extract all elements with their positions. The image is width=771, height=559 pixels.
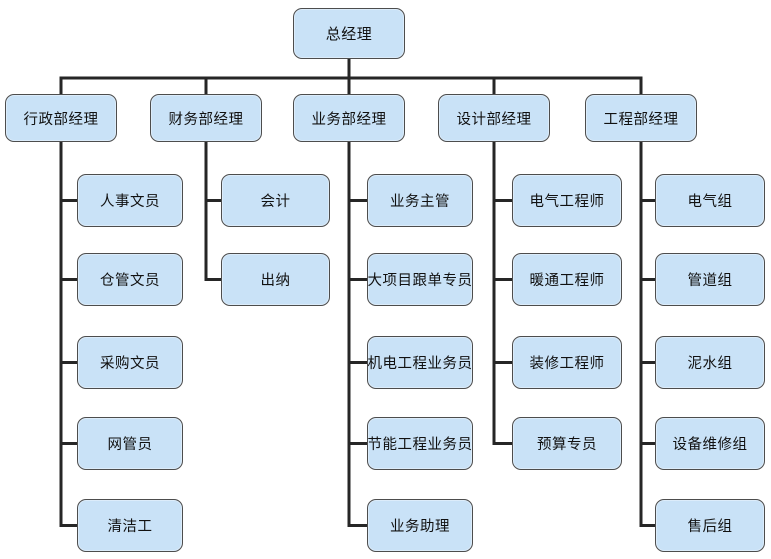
org-node-position[interactable]: 机电工程业务员 [367,336,473,389]
org-node-general-manager[interactable]: 总经理 [293,8,405,59]
org-node-position[interactable]: 业务主管 [367,174,473,227]
org-node-position[interactable]: 电气工程师 [512,174,622,227]
org-node-dept-manager[interactable]: 工程部经理 [585,94,697,142]
org-node-position[interactable]: 售后组 [655,499,765,552]
org-node-position[interactable]: 会计 [221,174,330,227]
org-node-position[interactable]: 预算专员 [512,417,622,470]
org-node-position[interactable]: 人事文员 [77,174,183,227]
org-node-position[interactable]: 管道组 [655,253,765,306]
org-node-position[interactable]: 泥水组 [655,336,765,389]
org-node-position[interactable]: 采购文员 [77,336,183,389]
org-node-position[interactable]: 设备维修组 [655,417,765,470]
org-node-position[interactable]: 出纳 [221,253,330,306]
org-node-position[interactable]: 清洁工 [77,499,183,552]
org-node-position[interactable]: 业务助理 [367,499,473,552]
org-node-position[interactable]: 网管员 [77,417,183,470]
org-node-position[interactable]: 暖通工程师 [512,253,622,306]
org-node-position[interactable]: 节能工程业务员 [367,417,473,470]
org-node-dept-manager[interactable]: 设计部经理 [438,94,550,142]
org-node-position[interactable]: 仓管文员 [77,253,183,306]
org-node-dept-manager[interactable]: 财务部经理 [150,94,262,142]
org-node-position[interactable]: 大项目跟单专员 [367,253,473,306]
org-node-dept-manager[interactable]: 业务部经理 [293,94,405,142]
org-node-position[interactable]: 电气组 [655,174,765,227]
org-node-position[interactable]: 装修工程师 [512,336,622,389]
org-node-dept-manager[interactable]: 行政部经理 [5,94,117,142]
